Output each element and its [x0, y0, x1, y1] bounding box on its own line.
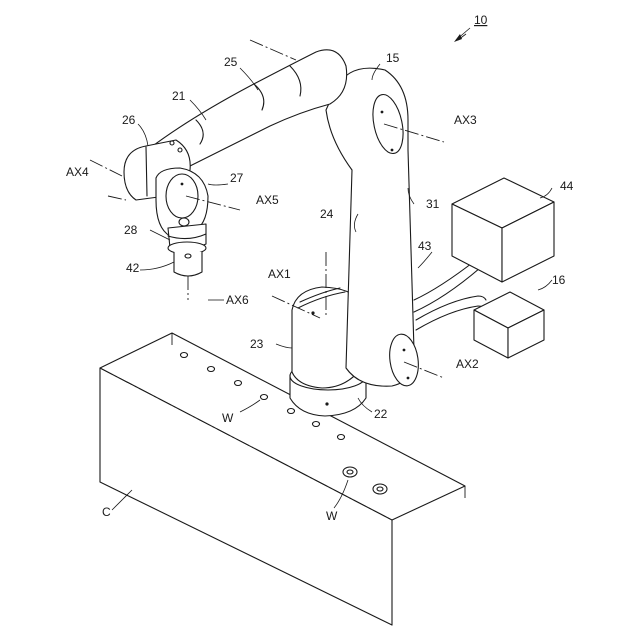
label-ax2: AX2 — [456, 357, 479, 371]
controller-16 — [474, 292, 544, 358]
label-44: 44 — [560, 179, 574, 193]
label-31: 31 — [426, 197, 440, 211]
label-ax3: AX3 — [454, 113, 477, 127]
label-ax6: AX6 — [226, 293, 249, 307]
label-43: 43 — [418, 239, 432, 253]
label-42: 42 — [126, 261, 140, 275]
label-w-front: W — [326, 509, 338, 523]
label-23: 23 — [250, 337, 264, 351]
wrist-28 — [168, 224, 206, 254]
label-21: 21 — [172, 89, 186, 103]
ref-arrow — [454, 28, 470, 42]
label-22: 22 — [374, 407, 388, 421]
label-25: 25 — [224, 55, 238, 69]
label-c: C — [102, 505, 111, 519]
label-w-top: W — [222, 411, 234, 425]
label-ax1: AX1 — [268, 267, 291, 281]
label-ax5: AX5 — [256, 193, 279, 207]
label-27: 27 — [230, 171, 244, 185]
ref-number: 10 — [474, 13, 488, 27]
tool-42 — [174, 252, 202, 276]
label-28: 28 — [124, 223, 138, 237]
label-15: 15 — [386, 51, 400, 65]
label-ax4: AX4 — [66, 165, 89, 179]
label-24: 24 — [320, 207, 334, 221]
label-26: 26 — [122, 113, 136, 127]
label-16: 16 — [552, 273, 566, 287]
